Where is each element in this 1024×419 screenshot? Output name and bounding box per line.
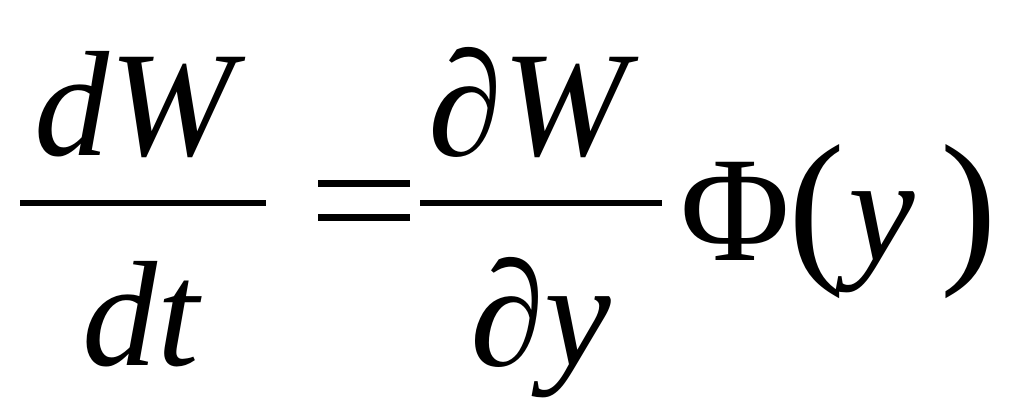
phi-symbol: Φ [680,127,790,293]
equals-sign-bottom [318,214,410,221]
equals-sign-top [318,180,410,187]
lhs-fraction-bar [20,200,266,206]
open-paren: ( [788,111,845,299]
close-paren: ) [940,111,997,299]
lhs-denominator: dt [82,232,199,398]
rhs-fraction-bar [420,200,662,206]
lhs-numerator: dW [34,22,234,188]
rhs-denominator: ∂y [470,232,611,398]
rhs-numerator: ∂W [428,22,628,188]
function-argument: y [848,127,915,293]
